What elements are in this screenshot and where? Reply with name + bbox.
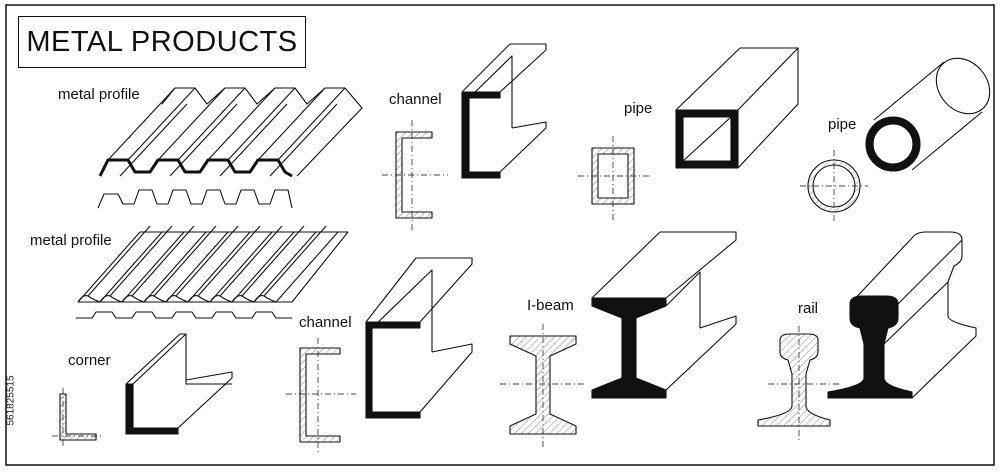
ibeam-3d [591, 231, 737, 399]
label-ibeam: I-beam [527, 297, 574, 314]
metal-profile-corrugated-3d [77, 225, 349, 303]
page-title: METAL PRODUCTS [18, 16, 306, 68]
label-channel-small: channel [389, 91, 442, 108]
side-id-text: 561825515 [5, 375, 17, 426]
channel-small-3d [461, 43, 547, 179]
label-metal-profile-trapezoid: metal profile [58, 86, 140, 103]
label-corner: corner [68, 352, 111, 369]
square-pipe-3d [675, 47, 799, 169]
square-pipe-section [578, 136, 650, 220]
label-pipe-round: pipe [828, 116, 857, 133]
round-pipe-section [800, 150, 868, 222]
metal-profile-trapezoid-section [97, 189, 293, 209]
channel-small-section [382, 120, 448, 232]
round-pipe-3d [865, 57, 991, 172]
corner-section [52, 388, 104, 446]
rail-3d [827, 231, 977, 399]
channel-large-3d [365, 257, 473, 419]
label-channel-large: channel [299, 314, 352, 331]
ibeam-section [500, 324, 586, 448]
label-pipe-square: pipe [624, 100, 653, 117]
outer-border [5, 4, 995, 466]
metal-profile-corrugated-section [76, 311, 292, 319]
metal-profile-trapezoid-3d [98, 87, 363, 178]
rail-section [757, 326, 842, 440]
corner-3d [125, 333, 233, 435]
label-rail: rail [798, 300, 819, 317]
label-metal-profile-corrugated: metal profile [30, 232, 112, 249]
channel-large-section [286, 338, 356, 454]
